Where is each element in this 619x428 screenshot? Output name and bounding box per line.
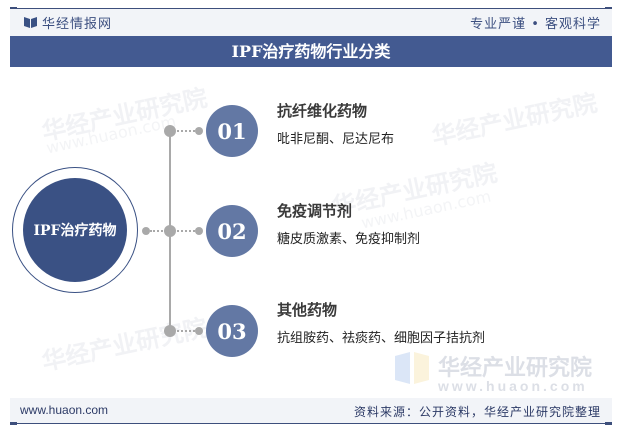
center-node-label: IPF治疗药物 <box>33 223 117 239</box>
branch-node <box>164 225 176 237</box>
branch-node <box>164 325 176 337</box>
header-bar <box>10 9 612 36</box>
page-title: IPF治疗药物行业分类 <box>10 36 612 67</box>
watermark-text: 华经产业研究院 <box>429 88 600 152</box>
top-rule-cap-left <box>10 7 17 10</box>
branch-dot <box>195 127 203 135</box>
top-rule-cap-right <box>605 7 612 10</box>
footer-source: 资料来源：公开资料，华经产业研究院整理 <box>353 405 601 419</box>
branch-dotted-line <box>177 330 195 332</box>
connector-dotted-line <box>150 230 166 232</box>
bottom-rule-cap-left <box>10 422 17 425</box>
item-description: 糖皮质激素、免疫抑制剂 <box>277 232 421 247</box>
top-rule <box>10 8 612 9</box>
footer-bar <box>10 398 612 423</box>
item-number-badge: 03 <box>206 305 258 357</box>
item-number: 03 <box>217 318 247 344</box>
brand-name: 华经情报网 <box>42 17 113 32</box>
item-title: 其他药物 <box>277 301 338 319</box>
item-number-badge: 02 <box>206 205 258 257</box>
watermark-logo-icon <box>395 352 429 384</box>
branch-dot <box>195 327 203 335</box>
brand-book-icon <box>24 17 37 28</box>
bottom-rule-cap-right <box>605 422 612 425</box>
watermark-text: 华经产业研究院 <box>438 356 593 381</box>
branch-dot <box>195 227 203 235</box>
branch-dotted-line <box>177 230 195 232</box>
item-title: 免疫调节剂 <box>277 202 353 220</box>
item-title: 抗纤维化药物 <box>277 102 368 120</box>
footer-website-link[interactable]: www.huaon.com <box>20 403 109 417</box>
center-node: IPF治疗药物 <box>23 178 127 282</box>
connector-dot <box>142 227 150 235</box>
watermark-text: 华经产业研究院 <box>39 313 210 377</box>
header-slogan: 专业严谨 • 客观科学 <box>470 17 601 32</box>
item-number-badge: 01 <box>206 105 258 157</box>
item-number: 01 <box>217 118 247 144</box>
item-description: 吡非尼酮、尼达尼布 <box>277 132 395 147</box>
bottom-rule <box>10 423 612 424</box>
item-description: 抗组胺药、祛痰药、细胞因子拮抗剂 <box>277 331 486 346</box>
branch-dotted-line <box>177 130 195 132</box>
watermark-url: www.huaon.com <box>438 378 588 394</box>
branch-node <box>164 125 176 137</box>
item-number: 02 <box>217 218 247 244</box>
